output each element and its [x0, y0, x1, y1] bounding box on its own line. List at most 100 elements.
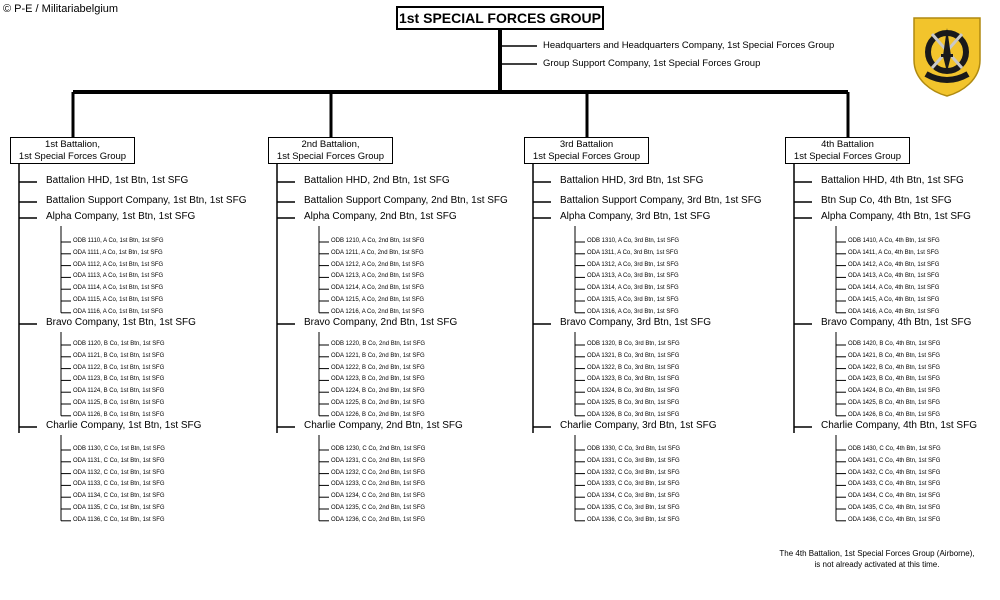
team-label: ODB 1210, A Co, 2nd Btn, 1st SFG — [331, 238, 425, 244]
battalion-title-line-1: 4th Battalion — [821, 138, 874, 150]
team-label: ODA 1136, C Co, 1st Btn, 1st SFG — [73, 516, 165, 523]
group-title: 1st SPECIAL FORCES GROUP — [398, 10, 601, 26]
battalion-hhd-label: Battalion HHD, 3rd Btn, 1st SFG — [560, 175, 704, 186]
team-label: ODA 1114, A Co, 1st Btn, 1st SFG — [73, 285, 164, 292]
battalion-title-line-1: 2nd Battalion, — [301, 138, 360, 150]
team-label: ODA 1316, A Co, 3rd Btn, 1st SFG — [587, 308, 679, 315]
company-label: Charlie Company, 1st Btn, 1st SFG — [46, 420, 202, 431]
battalion-support-company-label: Battalion Support Company, 2nd Btn, 1st … — [304, 195, 508, 206]
company-label: Alpha Company, 3rd Btn, 1st SFG — [560, 211, 711, 222]
team-label: ODA 1336, C Co, 3rd Btn, 1st SFG — [587, 516, 680, 523]
team-label: ODA 1122, B Co, 1st Btn, 1st SFG — [73, 364, 165, 371]
battalion-support-company-label: Battalion Support Company, 3rd Btn, 1st … — [560, 195, 762, 206]
footnote-line-2: is not already activated at this time. — [814, 560, 940, 569]
team-label: ODA 1234, C Co, 2nd Btn, 1st SFG — [331, 493, 426, 500]
team-label: ODA 1432, C Co, 4th Btn, 1st SFG — [848, 469, 941, 476]
team-label: ODA 1313, A Co, 3rd Btn, 1st SFG — [587, 273, 679, 280]
team-label: ODA 1414, A Co, 4th Btn, 1st SFG — [848, 285, 940, 292]
team-label: ODA 1323, B Co, 3rd Btn, 1st SFG — [587, 376, 680, 383]
group-title-box: 1st SPECIAL FORCES GROUP — [396, 6, 604, 30]
team-label: ODB 1310, A Co, 3rd Btn, 1st SFG — [587, 238, 680, 244]
team-label: ODA 1121, B Co, 1st Btn, 1st SFG — [73, 352, 165, 359]
team-label: ODA 1335, C Co, 3rd Btn, 1st SFG — [587, 505, 680, 511]
team-label: ODA 1225, B Co, 2nd Btn, 1st SFG — [331, 400, 425, 406]
company-label: Charlie Company, 2nd Btn, 1st SFG — [304, 420, 463, 431]
team-label: ODA 1131, C Co, 1st Btn, 1st SFG — [73, 457, 165, 464]
team-label: ODA 1424, B Co, 4th Btn, 1st SFG — [848, 388, 941, 395]
battalion-title-line-2: 1st Special Forces Group — [276, 150, 385, 162]
team-label: ODA 1322, B Co, 3rd Btn, 1st SFG — [587, 364, 680, 371]
company-label: Alpha Company, 2nd Btn, 1st SFG — [304, 211, 457, 222]
team-label: ODA 1222, B Co, 2nd Btn, 1st SFG — [331, 364, 425, 371]
team-label: ODA 1326, B Co, 3rd Btn, 1st SFG — [587, 411, 680, 418]
company-label: Bravo Company, 2nd Btn, 1st SFG — [304, 317, 458, 328]
battalion-box: 2nd Battalion,1st Special Forces Group — [268, 137, 393, 164]
team-label: ODA 1132, C Co, 1st Btn, 1st SFG — [73, 469, 165, 476]
team-label: ODA 1224, B Co, 2nd Btn, 1st SFG — [331, 388, 425, 395]
team-label: ODA 1112, A Co, 1st Btn, 1st SFG — [73, 261, 164, 268]
team-label: ODA 1416, A Co, 4th Btn, 1st SFG — [848, 308, 940, 315]
team-label: ODA 1223, B Co, 2nd Btn, 1st SFG — [331, 376, 425, 383]
team-label: ODB 1220, B Co, 2nd Btn, 1st SFG — [331, 341, 426, 347]
battalion-title-line-2: 1st Special Forces Group — [18, 150, 127, 162]
team-label: ODA 1332, C Co, 3rd Btn, 1st SFG — [587, 469, 680, 476]
team-label: ODA 1236, C Co, 2nd Btn, 1st SFG — [331, 516, 426, 523]
team-label: ODA 1431, C Co, 4th Btn, 1st SFG — [848, 457, 941, 464]
team-label: ODB 1230, C Co, 2nd Btn, 1st SFG — [331, 446, 426, 452]
team-label: ODA 1216, A Co, 2nd Btn, 1st SFG — [331, 308, 425, 315]
battalion-hhd-label: Battalion HHD, 2nd Btn, 1st SFG — [304, 175, 450, 186]
team-label: ODA 1331, C Co, 3rd Btn, 1st SFG — [587, 457, 680, 464]
battalion-title-line-1: 1st Battalion, — [45, 138, 100, 150]
battalion-title-line-1: 3rd Battalion — [559, 138, 614, 150]
team-label: ODA 1212, A Co, 2nd Btn, 1st SFG — [331, 261, 425, 268]
team-label: ODA 1115, A Co, 1st Btn, 1st SFG — [73, 297, 164, 303]
team-label: ODA 1421, B Co, 4th Btn, 1st SFG — [848, 352, 941, 359]
group-support-company-label: Group Support Company, 1st Special Force… — [543, 58, 761, 69]
team-label: ODA 1111, A Co, 1st Btn, 1st SFG — [73, 249, 163, 256]
team-label: ODA 1211, A Co, 2nd Btn, 1st SFG — [331, 249, 424, 256]
team-label: ODA 1213, A Co, 2nd Btn, 1st SFG — [331, 273, 425, 280]
team-label: ODA 1312, A Co, 3rd Btn, 1st SFG — [587, 261, 679, 268]
team-label: ODA 1226, B Co, 2nd Btn, 1st SFG — [331, 411, 425, 418]
team-label: ODA 1126, B Co, 1st Btn, 1st SFG — [73, 411, 165, 418]
special-forces-crest-icon — [912, 16, 982, 103]
team-label: ODA 1215, A Co, 2nd Btn, 1st SFG — [331, 297, 425, 303]
team-label: ODA 1412, A Co, 4th Btn, 1st SFG — [848, 261, 940, 268]
team-label: ODA 1426, B Co, 4th Btn, 1st SFG — [848, 411, 941, 418]
team-label: ODA 1311, A Co, 3rd Btn, 1st SFG — [587, 249, 679, 256]
team-label: ODB 1420, B Co, 4th Btn, 1st SFG — [848, 341, 941, 347]
team-label: ODA 1411, A Co, 4th Btn, 1st SFG — [848, 249, 939, 256]
team-label: ODA 1324, B Co, 3rd Btn, 1st SFG — [587, 388, 680, 395]
footnote-line-1: The 4th Battalion, 1st Special Forces Gr… — [779, 549, 975, 558]
team-label: ODA 1113, A Co, 1st Btn, 1st SFG — [73, 273, 164, 280]
team-label: ODA 1433, C Co, 4th Btn, 1st SFG — [848, 481, 941, 488]
team-label: ODA 1134, C Co, 1st Btn, 1st SFG — [73, 493, 165, 500]
company-label: Alpha Company, 1st Btn, 1st SFG — [46, 211, 196, 222]
team-label: ODA 1415, A Co, 4th Btn, 1st SFG — [848, 297, 940, 303]
team-label: ODA 1232, C Co, 2nd Btn, 1st SFG — [331, 469, 426, 476]
hq-company-label: Headquarters and Headquarters Company, 1… — [543, 40, 835, 51]
company-label: Alpha Company, 4th Btn, 1st SFG — [821, 211, 971, 222]
battalion-support-company-label: Battalion Support Company, 1st Btn, 1st … — [46, 195, 247, 206]
company-label: Charlie Company, 3rd Btn, 1st SFG — [560, 420, 717, 431]
team-label: ODB 1110, A Co, 1st Btn, 1st SFG — [73, 238, 164, 244]
team-label: ODA 1221, B Co, 2nd Btn, 1st SFG — [331, 352, 425, 359]
team-label: ODA 1214, A Co, 2nd Btn, 1st SFG — [331, 285, 425, 292]
team-label: ODA 1435, C Co, 4th Btn, 1st SFG — [848, 505, 941, 511]
team-label: ODA 1123, B Co, 1st Btn, 1st SFG — [73, 376, 165, 383]
team-label: ODA 1434, C Co, 4th Btn, 1st SFG — [848, 493, 941, 500]
company-label: Bravo Company, 4th Btn, 1st SFG — [821, 317, 972, 328]
team-label: ODA 1231, C Co, 2nd Btn, 1st SFG — [331, 457, 426, 464]
footnote: The 4th Battalion, 1st Special Forces Gr… — [760, 548, 994, 570]
team-label: ODA 1124, B Co, 1st Btn, 1st SFG — [73, 388, 165, 395]
team-label: ODA 1413, A Co, 4th Btn, 1st SFG — [848, 273, 940, 280]
team-label: ODA 1325, B Co, 3rd Btn, 1st SFG — [587, 400, 680, 406]
team-label: ODB 1330, C Co, 3rd Btn, 1st SFG — [587, 446, 681, 452]
team-label: ODA 1233, C Co, 2nd Btn, 1st SFG — [331, 481, 426, 488]
battalion-support-company-label: Btn Sup Co, 4th Btn, 1st SFG — [821, 195, 952, 206]
team-label: ODB 1430, C Co, 4th Btn, 1st SFG — [848, 446, 941, 452]
team-label: ODA 1334, C Co, 3rd Btn, 1st SFG — [587, 493, 680, 500]
